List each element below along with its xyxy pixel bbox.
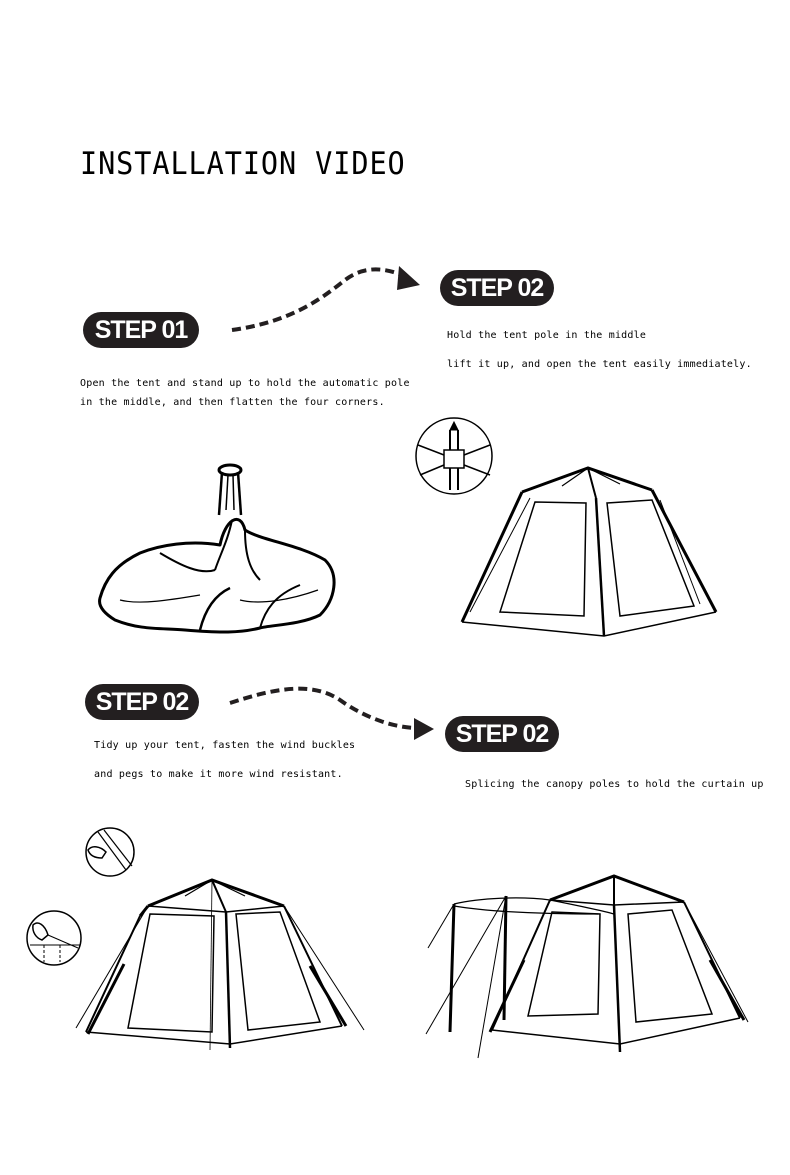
step-3-text-line-1: Tidy up your tent, fasten the wind buckl… — [94, 740, 356, 751]
step-2-text-line-1: Hold the tent pole in the middle — [447, 330, 647, 341]
arrow-step3-to-step4 — [229, 686, 434, 740]
step-1-badge: STEP 01 — [83, 312, 199, 348]
tent-with-canopy-illustration — [425, 874, 749, 1059]
arrow-step1-to-step2 — [231, 266, 420, 332]
step-3-badge: STEP 02 — [85, 684, 199, 720]
step-1-text-line-1: Open the tent and stand up to hold the a… — [80, 378, 410, 389]
step-3-text-line-2: and pegs to make it more wind resistant. — [94, 769, 343, 780]
step-4-badge: STEP 02 — [445, 716, 559, 752]
peg-detail-circle — [26, 910, 82, 966]
step-2-text-line-2: lift it up, and open the tent easily imm… — [447, 359, 752, 370]
flattened-tent-illustration — [98, 463, 336, 634]
pole-detail-circle — [415, 417, 493, 495]
step-2-badge: STEP 02 — [440, 270, 554, 306]
step-4-text-line-1: Splicing the canopy poles to hold the cu… — [465, 779, 764, 790]
page-title: INSTALLATION VIDEO — [80, 146, 406, 182]
tent-with-ropes-illustration — [75, 878, 365, 1051]
buckle-detail-circle — [85, 827, 135, 877]
step-1-text-line-2: in the middle, and then flatten the four… — [80, 397, 385, 408]
opened-tent-illustration — [460, 466, 718, 637]
